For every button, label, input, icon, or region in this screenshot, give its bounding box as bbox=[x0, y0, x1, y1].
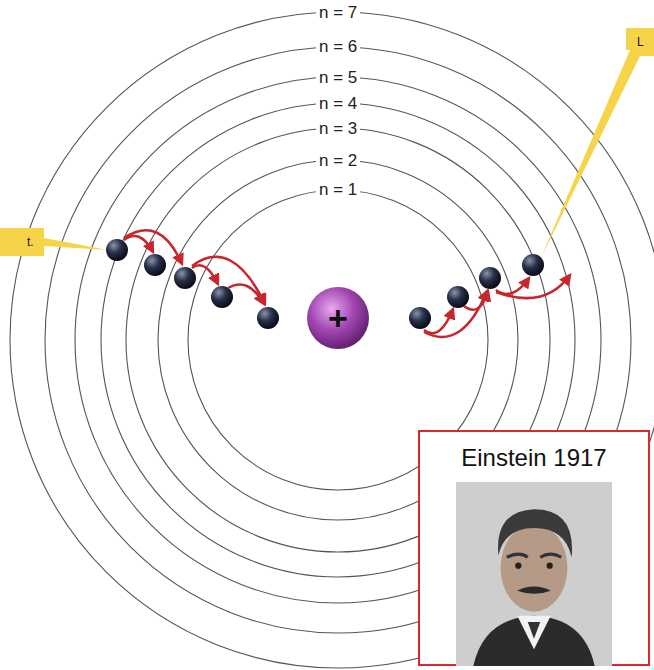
portrait-box: Einstein 1917 bbox=[418, 430, 650, 666]
portrait-photo bbox=[456, 482, 612, 666]
orbit-label: n = 6 bbox=[316, 38, 360, 55]
orbit-circles bbox=[10, 12, 654, 668]
orbit-label: n = 5 bbox=[316, 69, 360, 86]
orbit-label: n = 1 bbox=[316, 181, 360, 198]
transition-arrows bbox=[124, 230, 570, 337]
callout-shape bbox=[540, 28, 654, 260]
callout-text: L bbox=[637, 36, 644, 48]
nucleus bbox=[307, 287, 369, 349]
portrait-caption: Einstein 1917 bbox=[420, 432, 648, 472]
nucleus-sign: + bbox=[328, 301, 348, 335]
electrons bbox=[106, 239, 544, 329]
orbit-label: n = 4 bbox=[316, 95, 360, 112]
orbit-label: n = 3 bbox=[316, 120, 360, 137]
orbit-label: n = 2 bbox=[316, 152, 360, 169]
orbit-label: n = 7 bbox=[316, 4, 360, 21]
callout-shape bbox=[0, 228, 108, 256]
callout-text: t. bbox=[27, 236, 34, 248]
